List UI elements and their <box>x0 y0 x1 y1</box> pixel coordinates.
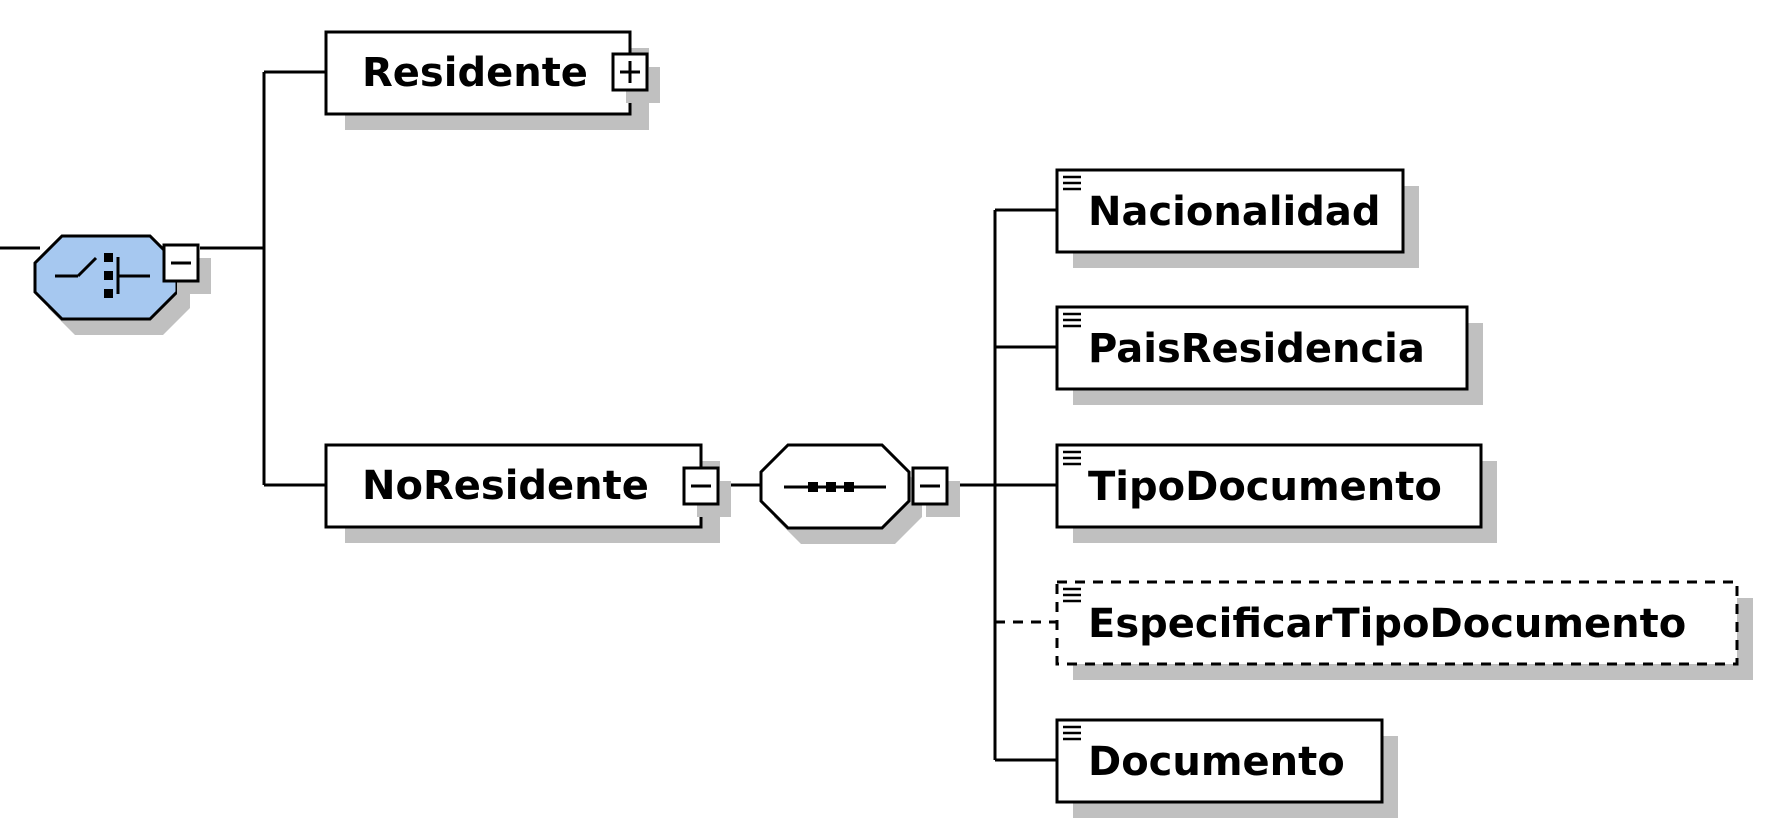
residente-expand-button[interactable] <box>611 52 649 92</box>
tipodocumento-box <box>1055 443 1483 529</box>
element-noresidente[interactable]: NoResidente <box>324 443 731 543</box>
noresidente-label: NoResidente <box>362 463 649 509</box>
plus-icon <box>620 61 640 83</box>
element-tipodocumento[interactable]: TipoDocumento <box>1055 443 1497 543</box>
nacionalidad-box <box>1055 168 1405 254</box>
simple-type-icon <box>1063 175 1081 191</box>
residente-label: Residente <box>362 50 588 96</box>
tipodocumento-label: TipoDocumento <box>1088 464 1442 510</box>
nacionalidad-label: Nacionalidad <box>1088 189 1381 235</box>
element-residente[interactable]: Residente <box>324 30 660 130</box>
choice-collapse-button[interactable] <box>162 243 200 283</box>
documento-label: Documento <box>1088 739 1345 785</box>
sequence-symbol-icon <box>784 482 886 492</box>
simple-type-icon <box>1063 450 1081 466</box>
simple-type-icon <box>1063 725 1081 741</box>
especificartipodocumento-box <box>1055 580 1739 666</box>
residente-box <box>324 30 632 116</box>
documento-box <box>1055 718 1384 804</box>
element-especificartipodocumento[interactable]: EspecificarTipoDocumento <box>1055 580 1753 680</box>
paisresidencia-box <box>1055 305 1469 391</box>
element-nacionalidad[interactable]: Nacionalidad <box>1055 168 1419 268</box>
simple-type-icon <box>1063 587 1081 603</box>
element-documento[interactable]: Documento <box>1055 718 1398 818</box>
simple-type-icon <box>1063 312 1081 328</box>
especificartipodocumento-label: EspecificarTipoDocumento <box>1088 601 1686 647</box>
choice-symbol-icon <box>55 253 150 298</box>
choice-compositor[interactable] <box>33 234 211 335</box>
element-paisresidencia[interactable]: PaisResidencia <box>1055 305 1483 405</box>
sequence-compositor[interactable] <box>759 443 960 544</box>
connector-lines <box>0 70 1057 762</box>
noresidente-box <box>324 443 703 529</box>
paisresidencia-label: PaisResidencia <box>1088 326 1425 372</box>
